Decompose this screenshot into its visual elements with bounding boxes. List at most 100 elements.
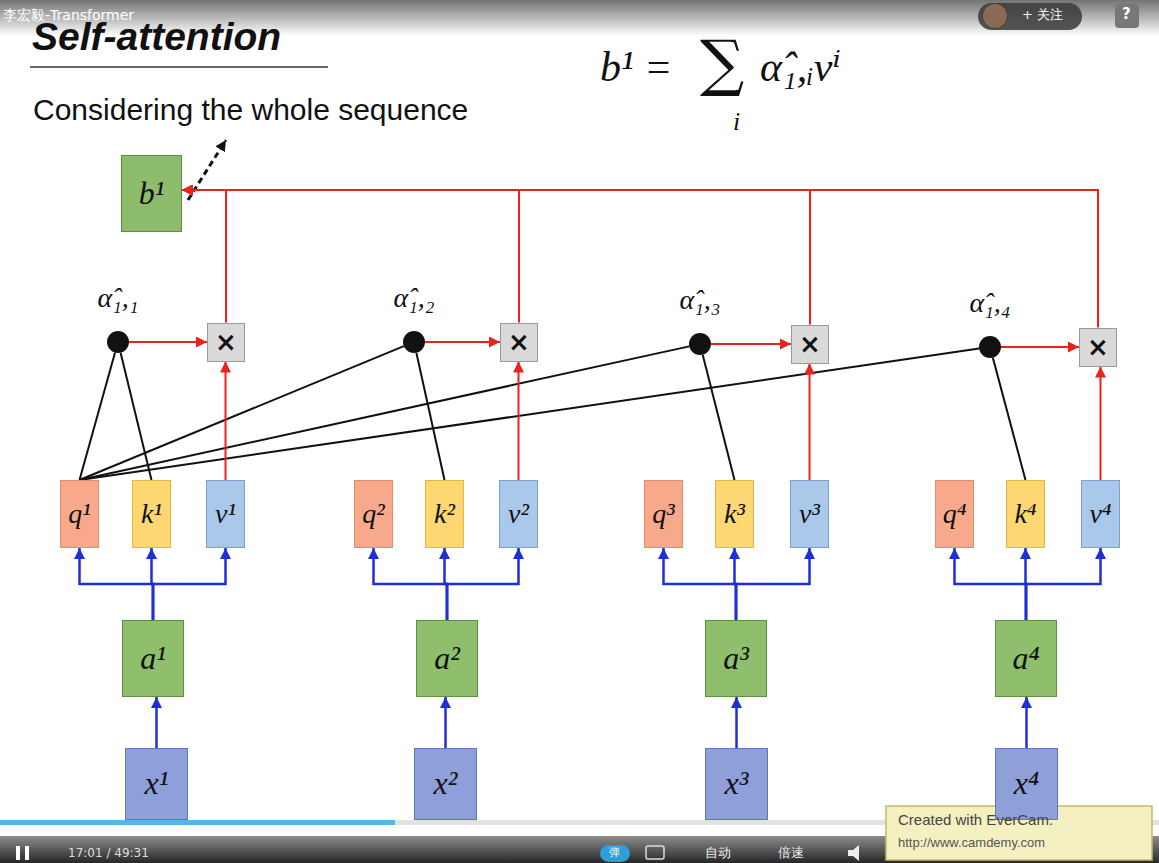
- value-box: v³: [790, 480, 829, 548]
- key-box: k³: [715, 480, 754, 548]
- projection-arrow: [447, 548, 519, 620]
- multiply-box: ×: [207, 323, 245, 362]
- attention-line: [80, 346, 690, 480]
- attention-score: α̂₁,₃: [656, 280, 744, 356]
- key-box: k²: [425, 480, 464, 548]
- embedding-box: a³: [705, 620, 767, 697]
- score-dot: [979, 336, 1001, 358]
- score-label: α̂₁,₂: [370, 278, 458, 318]
- output-box: b¹: [121, 155, 182, 232]
- score-label: α̂₁,₄: [946, 283, 1034, 323]
- box-label: ×: [508, 328, 530, 357]
- attention-line: [993, 358, 1026, 480]
- box-label: x⁴: [1014, 766, 1039, 801]
- help-icon: ?: [1122, 5, 1131, 23]
- projection-arrow: [1025, 697, 1028, 748]
- multiply-box: ×: [791, 325, 829, 364]
- danmaku-settings-icon: [646, 846, 664, 859]
- weighting-arrow: [182, 190, 226, 323]
- attention-score: α̂₁,₁: [74, 278, 162, 354]
- box-label: v⁴: [1089, 499, 1111, 530]
- weighting-arrow: [1100, 367, 1102, 481]
- box-label: v²: [508, 499, 529, 530]
- projection-arrow: [444, 697, 447, 748]
- danmaku-toggle: 弹: [609, 846, 620, 859]
- help-button: [1115, 4, 1139, 28]
- box-label: k⁴: [1014, 499, 1036, 530]
- box-label: q⁴: [943, 499, 967, 530]
- volume-icon: [848, 845, 859, 861]
- box-label: q¹: [68, 499, 90, 530]
- subtitle: Considering the whole sequence: [33, 92, 468, 128]
- projection-arrow: [153, 548, 226, 620]
- value-box: v⁴: [1081, 480, 1120, 548]
- formula-part: b¹ =: [600, 42, 672, 92]
- progress-played: [0, 820, 395, 825]
- box-label: a³: [723, 641, 749, 676]
- box-label: x²: [434, 766, 458, 801]
- attention-score: α̂₁,₄: [946, 283, 1034, 359]
- box-label: b¹: [139, 176, 165, 211]
- projection-arrow: [1026, 548, 1101, 620]
- quality-button: 自动: [705, 845, 731, 861]
- input-box: x²: [414, 748, 477, 820]
- score-dot: [403, 331, 425, 353]
- attention-line: [80, 353, 116, 480]
- box-label: k¹: [141, 499, 162, 530]
- box-label: k³: [724, 499, 745, 530]
- score-label: α̂₁,₁: [74, 278, 162, 318]
- embedding-box: a⁴: [995, 620, 1057, 697]
- input-box: x⁴: [995, 748, 1058, 820]
- projection-arrow: [735, 697, 738, 748]
- watermark: http://www.camdemy.com: [898, 835, 1045, 851]
- key-box: k⁴: [1006, 480, 1045, 548]
- weighting-arrow: [182, 190, 519, 323]
- box-label: q²: [362, 499, 384, 530]
- query-box: q¹: [60, 480, 99, 548]
- embedding-box: a¹: [122, 620, 184, 697]
- projection-arrow: [736, 548, 810, 620]
- danmaku-pill: [600, 845, 630, 862]
- box-label: v³: [799, 499, 820, 530]
- attention-line: [416, 353, 444, 480]
- attention-score: α̂₁,₂: [370, 278, 458, 354]
- weighting-arrow: [711, 343, 791, 345]
- weighting-arrow: [1001, 346, 1079, 348]
- time-display: 17:01 / 49:31: [68, 846, 149, 860]
- value-box: v¹: [206, 480, 245, 548]
- query-box: q⁴: [935, 480, 974, 548]
- score-dot: [107, 331, 129, 353]
- box-label: ×: [1087, 333, 1109, 362]
- box-label: x¹: [145, 766, 169, 801]
- attention-line: [80, 346, 404, 480]
- uploader-avatar-face: [983, 4, 1007, 28]
- video-title: 李宏毅-Transformer: [3, 7, 134, 24]
- follow-pill: [978, 3, 1082, 30]
- box-label: a⁴: [1012, 641, 1039, 676]
- box-label: k²: [434, 499, 455, 530]
- projection-arrow: [80, 548, 154, 620]
- speed-button: 倍速: [778, 845, 804, 861]
- box-label: x³: [725, 766, 749, 801]
- pause-icon: [16, 846, 20, 860]
- weighting-arrow: [809, 364, 811, 481]
- projection-arrow: [664, 548, 737, 620]
- weighting-arrow: [182, 190, 810, 325]
- projection-arrow: [155, 697, 158, 748]
- value-box: v²: [499, 480, 538, 548]
- formula-sum: ∑: [700, 26, 744, 100]
- weighting-arrow: [129, 341, 207, 343]
- box-label: v¹: [215, 499, 236, 530]
- query-box: q²: [354, 480, 393, 548]
- box-label: ×: [215, 328, 237, 357]
- score-dot: [689, 333, 711, 355]
- box-label: ×: [799, 330, 821, 359]
- projection-arrow: [955, 548, 1027, 620]
- embedding-box: a²: [416, 620, 478, 697]
- query-box: q³: [644, 480, 683, 548]
- multiply-box: ×: [500, 323, 538, 362]
- projection-arrow: [374, 548, 448, 620]
